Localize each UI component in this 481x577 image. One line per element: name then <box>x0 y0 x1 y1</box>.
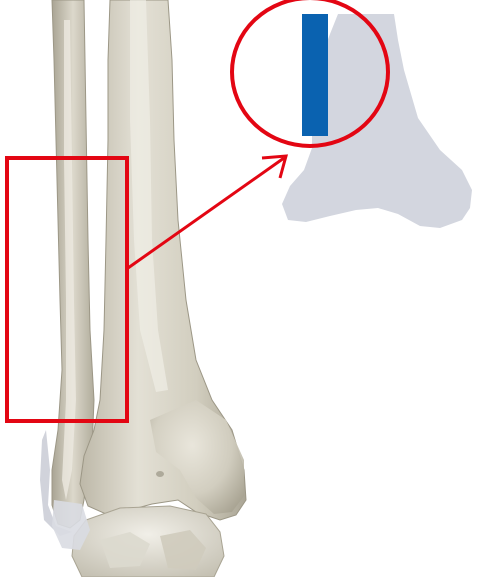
tibia-nutrient-spot <box>156 471 164 477</box>
talus-bone <box>72 506 224 577</box>
tibia-schematic-inset <box>282 14 472 228</box>
tibia-bone <box>80 0 246 520</box>
fibula-location-bar <box>302 14 328 136</box>
